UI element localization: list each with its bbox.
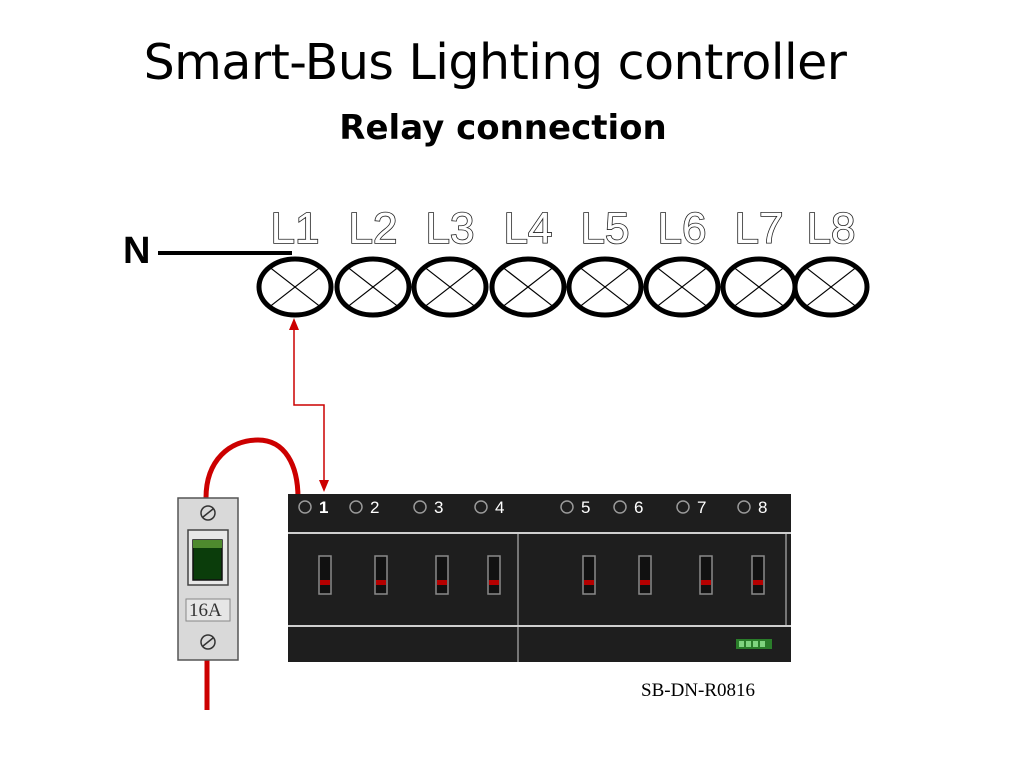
terminal-3[interactable]: 3: [413, 498, 443, 517]
relay-indicator-5: [582, 555, 596, 595]
channel-number: 8: [758, 498, 767, 517]
lamp-label: L7: [735, 204, 784, 253]
lamp-l1: L1: [256, 203, 334, 318]
relay-indicator-1: [318, 555, 332, 595]
neutral-label: N: [123, 230, 150, 272]
lamp-label: L5: [581, 204, 630, 253]
terminal-screw-icon: [413, 500, 427, 514]
lamp-l2: L2: [334, 203, 412, 318]
terminal-screw-icon: [613, 500, 627, 514]
l1-connection-wire: [293, 328, 325, 480]
arrow-up-icon: [289, 318, 299, 330]
lamp-label: L3: [426, 204, 475, 253]
relay-indicator-6: [638, 555, 652, 595]
lamp-l3: L3: [411, 203, 489, 318]
channel-number: 1: [319, 498, 328, 517]
terminal-5[interactable]: 5: [560, 498, 590, 517]
relay-indicator-3: [435, 555, 449, 595]
screw-top-icon: [200, 505, 216, 521]
terminal-1[interactable]: 1: [298, 498, 328, 517]
relay-indicator-2: [374, 555, 388, 595]
lamp-row: L1 L2 L3 L4 L5 L6 L7 L8: [256, 203, 870, 318]
bus-connector-icon: [736, 639, 772, 649]
terminal-screw-icon: [349, 500, 363, 514]
channel-number: 5: [581, 498, 590, 517]
lamp-label: L8: [807, 204, 856, 253]
terminal-2[interactable]: 2: [349, 498, 379, 517]
relay-indicators: [318, 555, 765, 595]
lamp-label: L6: [658, 204, 707, 253]
channel-terminals: 1 2 3 4 5 6 7 8: [298, 498, 767, 517]
lamp-l8: L8: [792, 203, 870, 318]
page-subtitle: Relay connection: [339, 108, 667, 148]
lamp-l4: L4: [489, 203, 567, 318]
terminal-4[interactable]: 4: [474, 498, 504, 517]
lamp-label: L2: [349, 204, 398, 253]
terminal-screw-icon: [737, 500, 751, 514]
channel-number: 7: [697, 498, 706, 517]
terminal-screw-icon: [298, 500, 312, 514]
model-label: SB-DN-R0816: [641, 680, 755, 701]
terminal-screw-icon: [560, 500, 574, 514]
circuit-breaker: 16A: [177, 497, 239, 661]
terminal-screw-icon: [676, 500, 690, 514]
channel-number: 3: [434, 498, 443, 517]
lamp-label: L1: [271, 204, 320, 253]
lamp-l6: L6: [643, 203, 721, 318]
relay-indicator-8: [751, 555, 765, 595]
channel-number: 6: [634, 498, 643, 517]
lamp-l5: L5: [566, 203, 644, 318]
supply-wire: [203, 437, 301, 499]
channel-number: 2: [370, 498, 379, 517]
page-title: Smart-Bus Lighting controller: [143, 34, 847, 91]
breaker-rating: 16A: [189, 600, 222, 621]
terminal-6[interactable]: 6: [613, 498, 643, 517]
terminal-7[interactable]: 7: [676, 498, 706, 517]
lamp-l7: L7: [720, 203, 798, 318]
relay-indicator-4: [487, 555, 501, 595]
terminal-screw-icon: [474, 500, 488, 514]
arrow-down-icon: [319, 480, 329, 492]
terminal-8[interactable]: 8: [737, 498, 767, 517]
relay-module: 1 2 3 4 5 6 7 8: [288, 494, 791, 662]
relay-indicator-7: [699, 555, 713, 595]
lamp-label: L4: [504, 204, 553, 253]
channel-number: 4: [495, 498, 504, 517]
screw-bottom-icon: [200, 634, 216, 650]
